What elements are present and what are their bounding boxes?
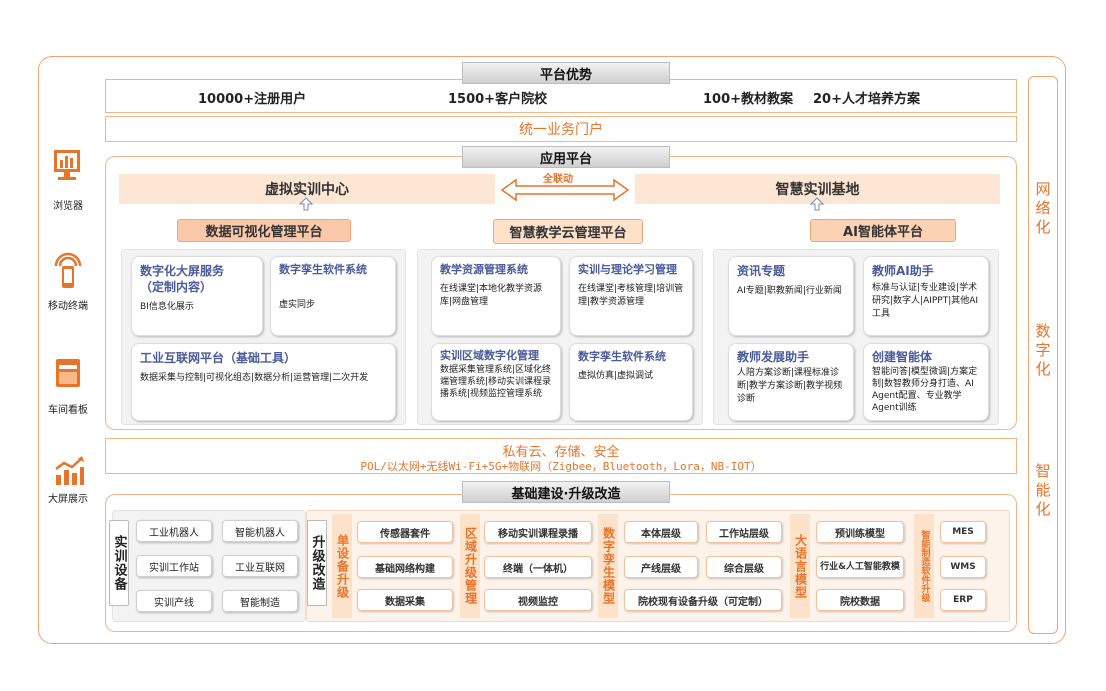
upgrade-item: 综合层级 (706, 556, 782, 578)
group-label-llm: 大语言模型 (790, 514, 810, 618)
label-networked: 网络化 (1035, 180, 1051, 236)
equipment-item: 实训产线 (136, 590, 212, 612)
bidirectional-arrow-icon (500, 178, 630, 202)
label-intelligent: 智能化 (1035, 462, 1051, 518)
card-title: 教学资源管理系统 (440, 263, 528, 276)
data-visualization-platform: 数据可视化管理平台 (177, 219, 351, 242)
card-desc: 在线课堂|考核管理|培训管理|教学资源管理 (578, 284, 684, 307)
training-theory-card: 实训与理论学习管理 在线课堂|考核管理|培训管理|教学资源管理 (569, 256, 693, 336)
digital-big-screen-card: 数字化大屏服务 （定制内容） BI信息化展示 (131, 256, 263, 336)
card-title: 资讯专题 (737, 264, 786, 278)
upgrade-item: 视频监控 (484, 589, 592, 611)
card-desc: 在线课堂|本地化教学资源库|网盘管理 (440, 284, 543, 307)
card-desc: 虚实同步 (279, 300, 316, 310)
upgrade-item: 工作站层级 (706, 521, 782, 543)
upgrade-item: 行业&人工智能教模 (816, 556, 904, 578)
digital-twin-card-mid: 数字孪生软件系统 虚拟仿真|虚拟调试 (569, 343, 693, 421)
application-platform-title: 应用平台 (462, 146, 670, 168)
equipment-item: 智能机器人 (222, 520, 298, 542)
upgrade-item: ERP (940, 589, 986, 611)
group-label-smart-manufacturing: 智能制造软件升级 (914, 514, 934, 618)
upgrade-item: 院校数据 (816, 589, 904, 611)
network-bar (105, 438, 1017, 474)
stat-talent-plans: 20+人才培养方案 (813, 92, 920, 107)
teacher-development-card: 教师发展助手 人陪方案诊断|课程标准诊断|教学方案诊断|教学视频诊断 (728, 343, 854, 421)
group-label-area-management: 区域升级管理 (460, 514, 480, 618)
card-desc: 虚拟仿真|虚拟调试 (578, 371, 654, 381)
unified-portal: 统一业务门户 (105, 116, 1017, 142)
upgrade-item: 院校现有设备升级（可定制） (624, 589, 782, 611)
equipment-item: 智能制造 (222, 590, 298, 612)
outer-frame (38, 56, 1066, 644)
upgrade-label: 升级改造 (307, 520, 327, 606)
teacher-ai-assistant-card: 教师AI助手 标准与认证|专业建设|学术研究|数字人|AIPPT|其他AI工具 (863, 256, 989, 336)
upgrade-item: MES (940, 521, 986, 543)
browser-icon (54, 150, 80, 180)
linkage-label: 全联动 (543, 174, 573, 185)
card-title: 实训区域数字化管理 (440, 349, 539, 362)
upgrade-item: 终端（一体机） (484, 556, 592, 578)
card-title: 教师AI助手 (872, 264, 934, 278)
workshop-board-icon (56, 359, 80, 387)
card-desc: 智能问答|模型微调|方案定制|数智教师分身打造、AI Agent配置、专业教学A… (872, 367, 978, 413)
equipment-item: 实训工作站 (136, 555, 212, 577)
platform-advantage-title: 平台优势 (462, 62, 670, 84)
infrastructure-title: 基础建设·升级改造 (462, 481, 670, 503)
digital-twin-card-left: 数字孪生软件系统 虚实同步 (270, 256, 396, 336)
card-title: 创建智能体 (872, 350, 933, 364)
upgrade-item: 数据采集 (357, 589, 453, 611)
label-workshop-board: 车间看板 (48, 405, 88, 416)
card-desc: 人陪方案诊断|课程标准诊断|教学方案诊断|教学视频诊断 (737, 368, 843, 404)
equipment-item: 工业机器人 (136, 520, 212, 542)
news-topic-card: 资讯专题 AI专题|职教新闻|行业新闻 (728, 256, 854, 336)
label-big-screen: 大屏展示 (48, 494, 88, 505)
teaching-resource-card: 教学资源管理系统 在线课堂|本地化教学资源库|网盘管理 (431, 256, 561, 336)
upgrade-item: 移动实训课程录播 (484, 521, 592, 543)
mobile-terminal-icon (54, 252, 82, 288)
stat-textbooks: 100+教材教案 (703, 92, 794, 107)
card-desc: AI专题|职教新闻|行业新闻 (737, 286, 842, 296)
smart-teaching-cloud-platform: 智慧教学云管理平台 (493, 219, 643, 244)
label-digital: 数字化 (1035, 322, 1051, 378)
up-arrow-icon (810, 197, 824, 211)
training-equipment-label: 实训设备 (109, 520, 129, 606)
ai-agent-platform: AI智能体平台 (810, 219, 956, 242)
card-title: 教师发展助手 (737, 350, 810, 364)
industrial-internet-card: 工业互联网平台（基础工具） 数据采集与控制|可视化组态|数据分析|运营管理|二次… (131, 343, 396, 421)
card-title: 实训与理论学习管理 (578, 263, 677, 276)
card-title: 数字孪生软件系统 (578, 350, 666, 363)
upgrade-item: 本体层级 (624, 521, 698, 543)
card-desc: 标准与认证|专业建设|学术研究|数字人|AIPPT|其他AI工具 (872, 283, 979, 319)
right-column (1028, 76, 1058, 634)
upgrade-item: 基础网络构建 (357, 556, 453, 578)
card-desc: 数据采集与控制|可视化组态|数据分析|运营管理|二次开发 (140, 373, 369, 383)
label-browser: 浏览器 (53, 201, 83, 212)
card-title: 工业互联网平台（基础工具） (140, 351, 297, 365)
equipment-item: 工业互联网 (222, 555, 298, 577)
stat-client-schools: 1500+客户院校 (448, 92, 548, 107)
training-area-card: 实训区域数字化管理 数据采集管理系统|区域化终端管理系统|移动实训课程录播系统|… (431, 343, 561, 421)
upgrade-item: WMS (940, 556, 986, 578)
card-title: 数字化大屏服务 （定制内容） (140, 264, 225, 294)
group-label-digital-twin: 数字孪生模型 (598, 514, 618, 618)
upgrade-item: 预训练模型 (816, 521, 904, 543)
stat-registered-users: 10000+注册用户 (198, 92, 307, 107)
big-screen-icon (55, 456, 84, 485)
card-desc: BI信息化展示 (140, 302, 194, 312)
network-line-2: POL/以太网+无线Wi-Fi+5G+物联网（Zigbee，Bluetooth，… (360, 460, 762, 473)
create-agent-card: 创建智能体 智能问答|模型微调|方案定制|数智教师分身打造、AI Agent配置… (863, 343, 989, 421)
network-line-1: 私有云、存储、安全 (502, 445, 620, 460)
card-desc: 数据采集管理系统|区域化终端管理系统|移动实训课程录播系统|视频监控管理系统 (440, 365, 552, 399)
group-label-single-device: 单设备升级 (332, 514, 352, 618)
up-arrow-icon (299, 197, 313, 211)
upgrade-item: 产线层级 (624, 556, 698, 578)
upgrade-item: 传感器套件 (357, 521, 453, 543)
card-title: 数字孪生软件系统 (279, 263, 367, 276)
label-mobile-terminal: 移动终端 (48, 301, 88, 312)
